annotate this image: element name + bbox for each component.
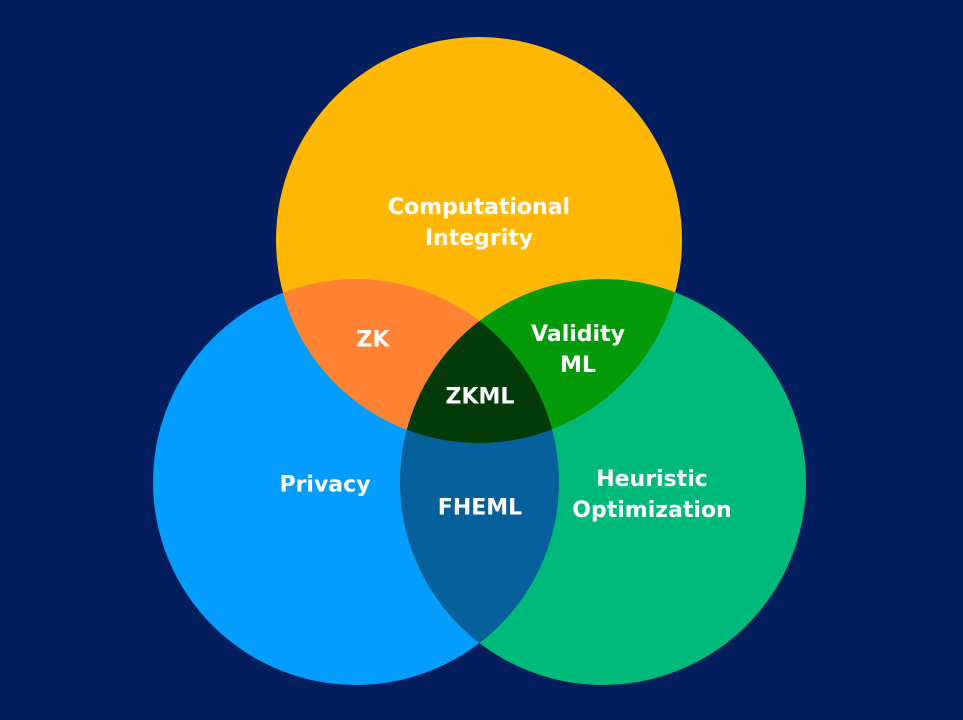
heuristic-optimization-label: Heuristic Optimization [572, 467, 732, 523]
validity-ml-label: Validity ML [531, 322, 625, 378]
privacy-label: Privacy [279, 472, 371, 498]
computational-integrity-label: Computational Integrity [387, 195, 571, 251]
zk-label: ZK [356, 327, 390, 353]
fheml-label: FHEML [437, 495, 523, 521]
zkml-overlap [400, 279, 559, 443]
zkml-label: ZKML [445, 384, 515, 410]
